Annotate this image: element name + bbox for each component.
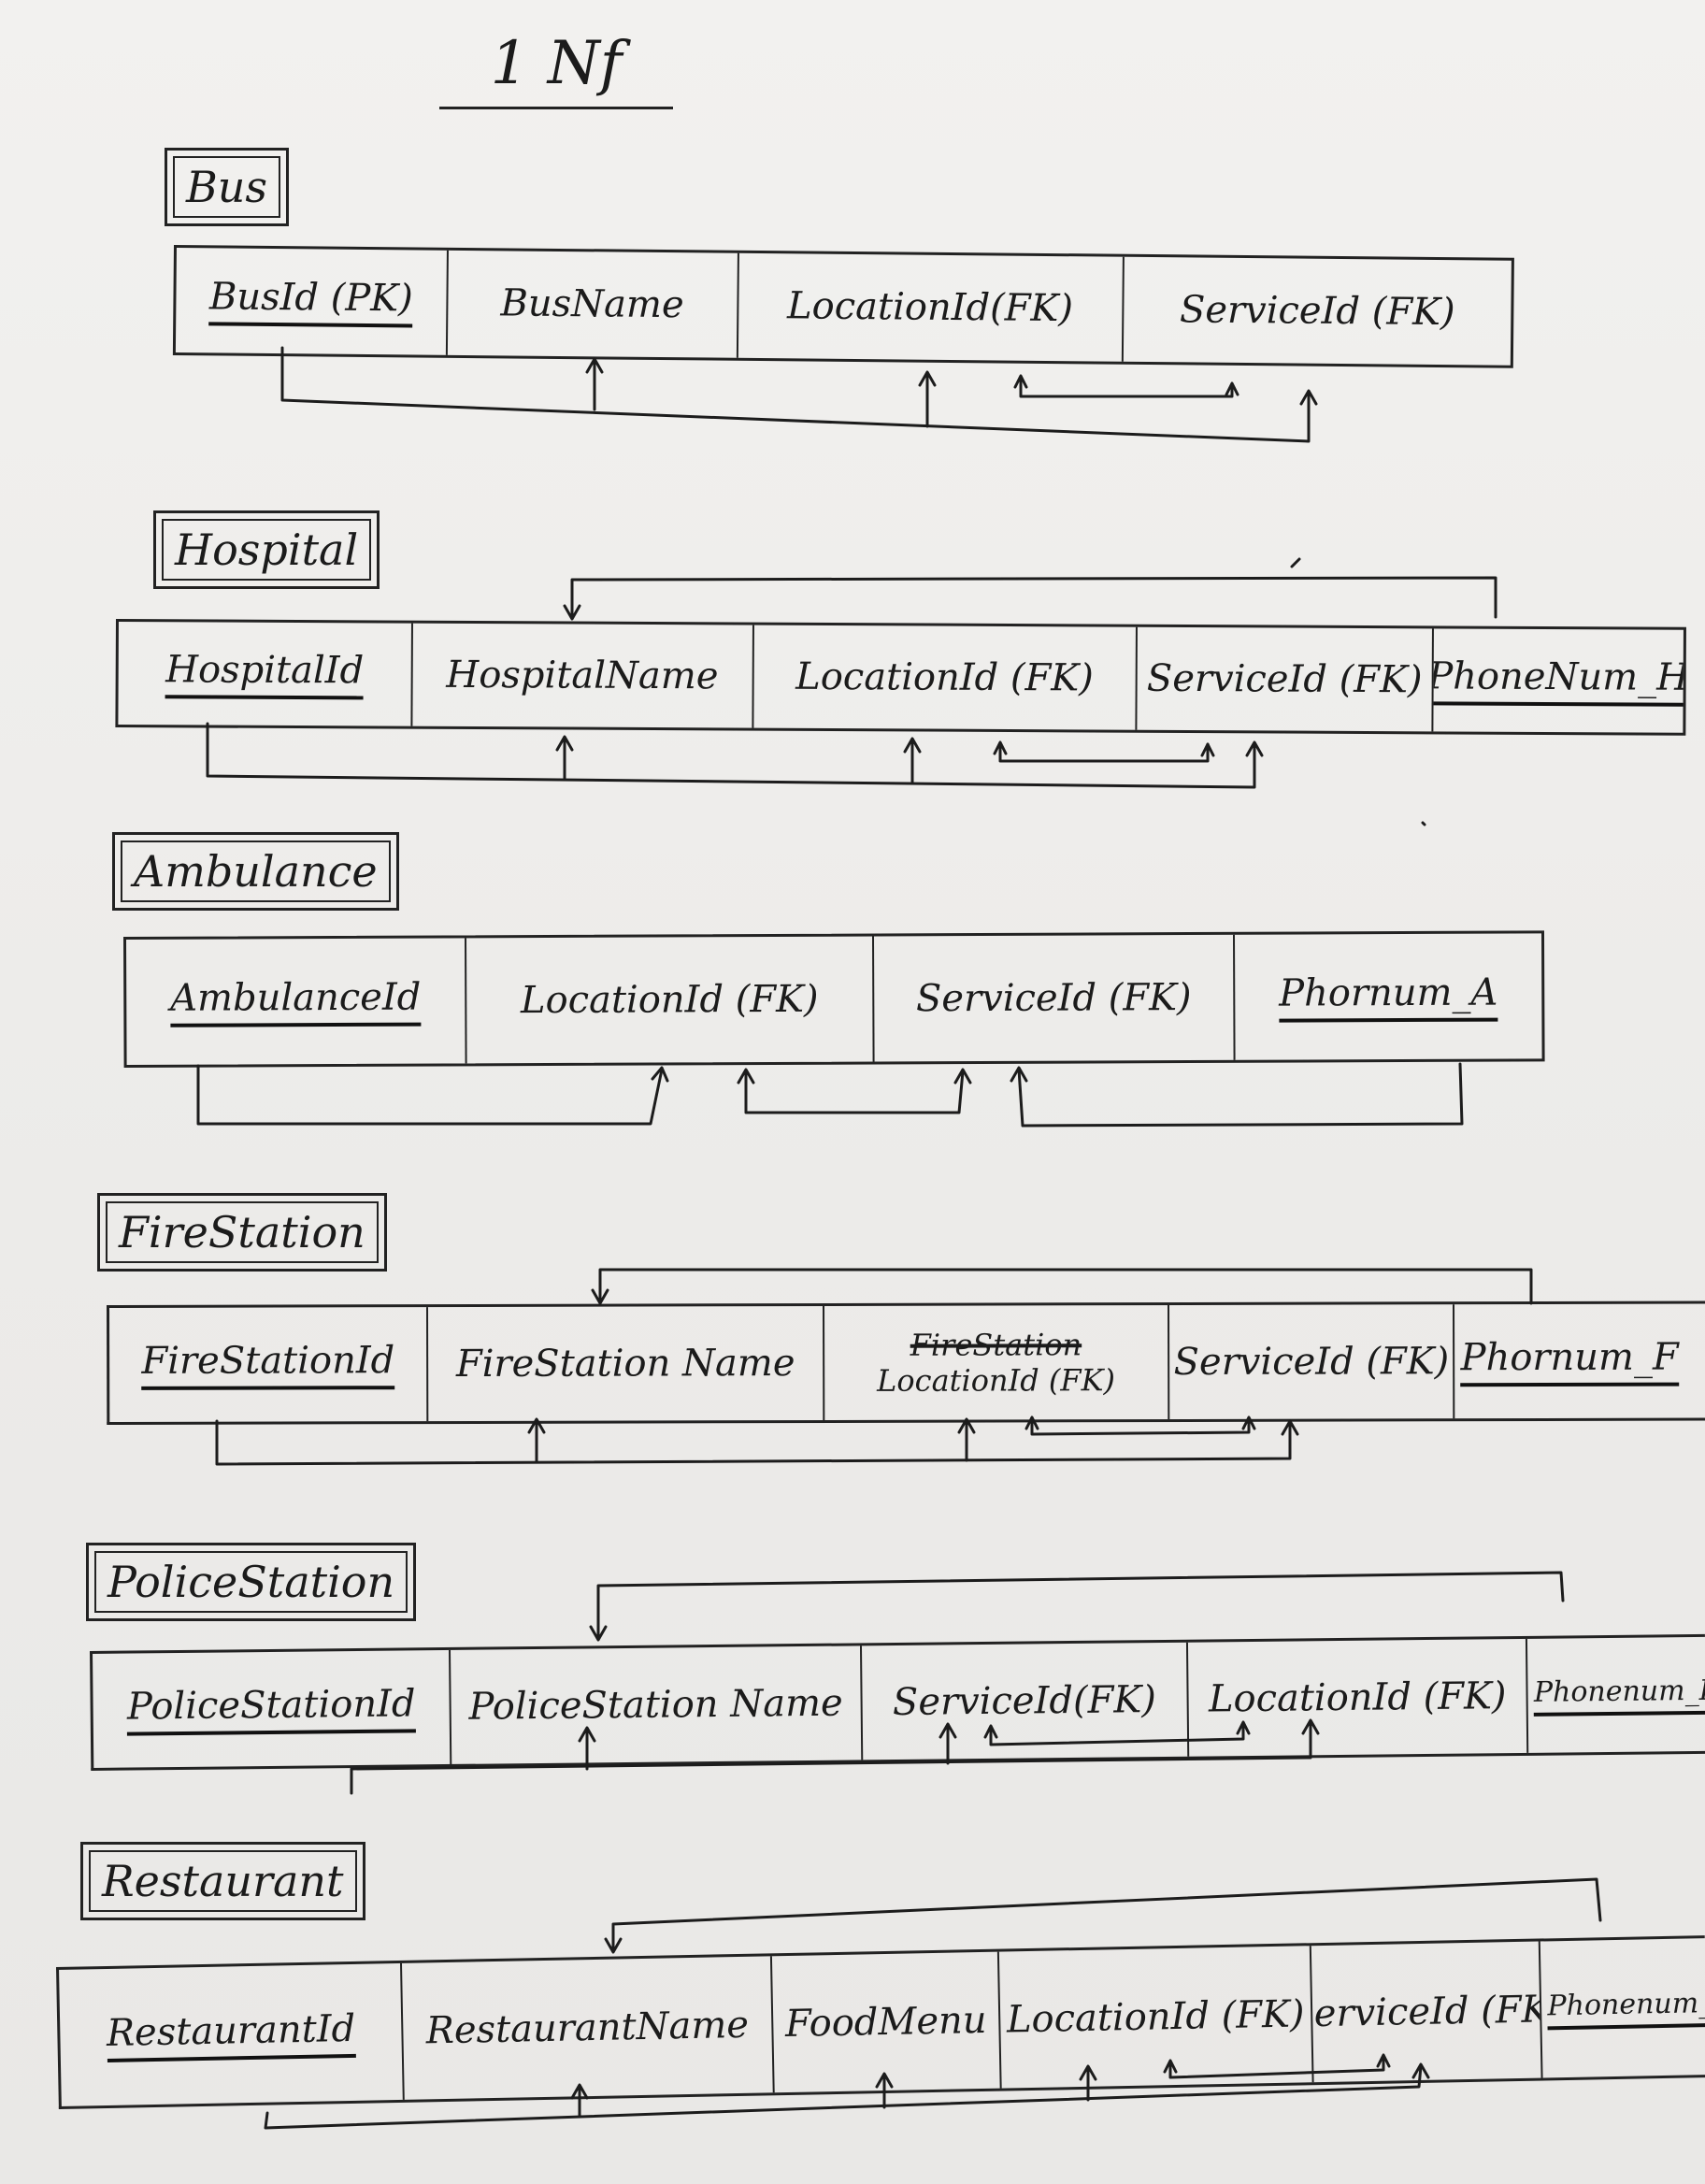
firestation-arrowhead xyxy=(1281,1419,1299,1436)
column-restaurant-location-id: LocationId (FK) xyxy=(999,1946,1314,2089)
hospital-arrowhead xyxy=(1245,740,1264,757)
entity-label-restaurant: Restaurant xyxy=(80,1842,365,1920)
column-hospital-name: HospitalName xyxy=(412,623,754,728)
column-firestation-name: FireStation Name xyxy=(428,1305,824,1422)
column-bus-id: BusId (PK) xyxy=(175,248,449,355)
table-hospital: HospitalId HospitalName LocationId (FK) … xyxy=(115,619,1686,736)
column-firestation-location-id: FireStation LocationId (FK) xyxy=(824,1305,1170,1420)
column-restaurant-food-menu: FoodMenu xyxy=(771,1951,1002,2093)
bus-arrowhead xyxy=(585,357,604,374)
hospital-arrowhead xyxy=(555,735,574,752)
column-firestation-phone: Phornum_F xyxy=(1454,1304,1705,1419)
column-ambulance-service-id: ServiceId (FK) xyxy=(874,934,1236,1062)
bus-arrowhead xyxy=(1013,374,1028,389)
column-bus-name: BusName xyxy=(447,250,739,358)
column-restaurant-name: RestaurantName xyxy=(402,1956,775,2100)
hospital-phone-to-name xyxy=(570,576,1497,619)
column-policestation-id: PoliceStationId xyxy=(93,1649,452,1768)
ambulance-location-service xyxy=(744,1070,965,1114)
column-restaurant-service-id: ServiceId (FK) xyxy=(1311,1941,1543,2083)
entity-label-ambulance: Ambulance xyxy=(112,832,399,911)
hospital-arrowhead xyxy=(563,604,581,621)
column-policestation-service-id: ServiceId(FK) xyxy=(861,1642,1190,1760)
hospital-pk-arrow xyxy=(206,722,1256,789)
column-firestation-id: FireStationId xyxy=(109,1307,429,1422)
column-hospital-id: HospitalId xyxy=(118,622,413,726)
entity-name-ambulance: Ambulance xyxy=(121,841,391,902)
ambulance-arrowhead xyxy=(1010,1066,1028,1083)
ambulance-arrowhead xyxy=(737,1068,755,1085)
firestation-arrowhead xyxy=(591,1288,609,1305)
ambulance-dependency-arrows xyxy=(196,1062,1464,1128)
hospital-arrowhead xyxy=(1200,742,1215,757)
entity-name-restaurant: Restaurant xyxy=(89,1850,357,1912)
policestation-phone-to-name xyxy=(596,1571,1565,1640)
column-hospital-phone: PhoneNum_H xyxy=(1433,628,1684,732)
hospital-arrowhead xyxy=(993,740,1008,755)
restaurant-arrowhead xyxy=(604,1937,623,1954)
column-bus-service-id: ServiceId (FK) xyxy=(1179,288,1455,335)
table-policestation: PoliceStationId PoliceStation Name Servi… xyxy=(90,1633,1705,1771)
ambulance-pk-to-location xyxy=(196,1064,664,1126)
column-policestation-name: PoliceStation Name xyxy=(451,1645,863,1764)
firestation-pk-arrow xyxy=(215,1419,1292,1466)
entity-name-firestation: FireStation xyxy=(106,1201,379,1263)
column-bus-location-id: LocationId(FK) xyxy=(738,252,1125,362)
column-firestation-service-id: ServiceId (FK) xyxy=(1169,1304,1455,1420)
bus-arrowhead xyxy=(918,370,937,387)
hospital-location-service xyxy=(998,742,1210,763)
column-hospital-service-id: ServiceId (FK) xyxy=(1137,626,1434,732)
entity-name-bus: Bus xyxy=(173,156,281,218)
entity-name-policestation: PoliceStation xyxy=(94,1551,408,1613)
entity-label-hospital: Hospital xyxy=(153,510,380,589)
table-firestation: FireStationId FireStation Name FireStati… xyxy=(107,1300,1705,1425)
entity-name-hospital: Hospital xyxy=(162,519,372,581)
struck-out-text: FireStation xyxy=(910,1327,1082,1363)
hospital-arrowhead xyxy=(903,737,922,754)
column-ambulance-phone: Phornum_A xyxy=(1235,933,1542,1059)
column-ambulance-id: AmbulanceId xyxy=(126,938,467,1065)
column-restaurant-id: RestaurantId xyxy=(59,1962,406,2106)
entity-label-bus: Bus xyxy=(165,148,290,226)
table-ambulance: AmbulanceId LocationId (FK) ServiceId (F… xyxy=(123,930,1545,1068)
table-restaurant: RestaurantId RestaurantName FoodMenu Loc… xyxy=(56,1935,1705,2109)
ambulance-phone-to-service xyxy=(1017,1062,1464,1128)
ambulance-arrowhead xyxy=(651,1066,669,1083)
pen-mark xyxy=(1421,821,1426,826)
page-title: 1 Nf xyxy=(439,26,673,109)
table-bus: BusId (PK) BusName LocationId(FK) Servic… xyxy=(172,245,1514,368)
column-ambulance-location-id: LocationId (FK) xyxy=(466,936,875,1064)
bus-arrowhead xyxy=(1225,381,1239,396)
column-policestation-location-id: LocationId (FK) xyxy=(1187,1638,1529,1757)
entity-label-firestation: FireStation xyxy=(97,1193,387,1272)
column-hospital-location-id: LocationId (FK) xyxy=(752,625,1139,730)
pen-mark xyxy=(1290,557,1301,568)
bus-arrowhead xyxy=(1299,389,1318,406)
column-policestation-phone: Phonenum_P xyxy=(1527,1637,1705,1753)
entity-label-policestation: PoliceStation xyxy=(86,1543,417,1621)
ambulance-arrowhead xyxy=(953,1068,972,1085)
column-restaurant-phone: Phonenum_R xyxy=(1540,1938,1705,2077)
firestation-phone-to-name xyxy=(598,1268,1533,1305)
policestation-arrowhead xyxy=(589,1625,608,1642)
bus-location-service xyxy=(1019,376,1234,398)
